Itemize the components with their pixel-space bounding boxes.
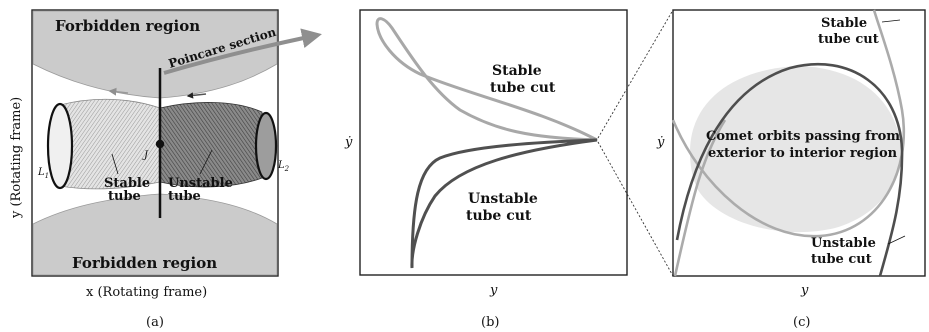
panel-c-stable-label-2: tube cut <box>818 32 879 47</box>
panel-b-ylabel: ẏ <box>344 135 353 150</box>
unstable-tube <box>159 102 263 188</box>
panel-c-unstable-pointer <box>887 235 906 245</box>
panel-a-ylabel: y (Rotating frame) <box>9 97 24 219</box>
j-label: J <box>142 150 149 161</box>
panel-b-stable-label-1: Stable <box>492 63 542 79</box>
panel-c-stable-label-1: Stable <box>821 16 867 31</box>
zoom-line-top <box>597 9 674 139</box>
comet-region <box>690 66 901 233</box>
panel-c: Stable tube cut Comet orbits passing fro… <box>656 9 926 330</box>
stable-tube-label-2: tube <box>108 189 141 204</box>
poincare-arrow <box>163 28 322 75</box>
stable-pointer <box>111 153 119 175</box>
unstable-tube-label-1: Unstable <box>168 176 233 191</box>
panel-a-caption: (a) <box>146 315 164 330</box>
l1-ellipse <box>46 102 74 190</box>
panel-c-unstable-label-2: tube cut <box>811 252 872 267</box>
flow-arrow-top-right <box>186 92 207 99</box>
unstable-pointer <box>199 149 213 175</box>
panel-b-xlabel: y <box>489 283 498 298</box>
panel-c-stable-curve <box>671 9 906 277</box>
panel-c-unstable-curve <box>675 62 904 277</box>
forbidden-top-label: Forbidden region <box>55 17 200 35</box>
stable-tube-label-1: Stable <box>104 176 150 191</box>
panel-c-comet-label-2: exterior to interior region <box>708 146 898 161</box>
panel-b: Stable tube cut Unstable tube cut y ẏ (b… <box>344 9 628 330</box>
panel-c-ylabel: ẏ <box>656 135 665 150</box>
point-j <box>155 139 165 149</box>
zoom-line-bottom <box>597 141 674 277</box>
panel-b-frame <box>359 9 628 276</box>
panel-c-caption: (c) <box>793 315 810 330</box>
panel-c-unstable-label-1: Unstable <box>811 236 876 251</box>
stable-tube-cut-curve <box>375 17 598 142</box>
flow-arrow-top-left <box>108 87 129 96</box>
panel-c-xlabel: y <box>800 283 809 298</box>
forbidden-bottom-label: Forbidden region <box>72 254 217 272</box>
panel-a: Forbidden region Forbidden region Poinca… <box>9 9 322 330</box>
panel-a-xlabel: x (Rotating frame) <box>86 285 207 300</box>
unstable-tube-cut-curve <box>410 138 598 269</box>
l1-label: L1 <box>37 167 49 180</box>
panel-b-stable-label-2: tube cut <box>490 80 556 96</box>
panel-b-unstable-label-1: Unstable <box>468 191 538 207</box>
unstable-tube-label-2: tube <box>168 189 201 204</box>
panel-b-caption: (b) <box>481 315 499 330</box>
panel-c-stable-pointer <box>881 19 901 23</box>
panel-c-comet-label-1: Comet orbits passing from <box>706 129 900 144</box>
l2-ellipse <box>254 111 278 181</box>
panel-b-unstable-label-2: tube cut <box>466 208 532 224</box>
l2-label: L2 <box>277 160 290 173</box>
